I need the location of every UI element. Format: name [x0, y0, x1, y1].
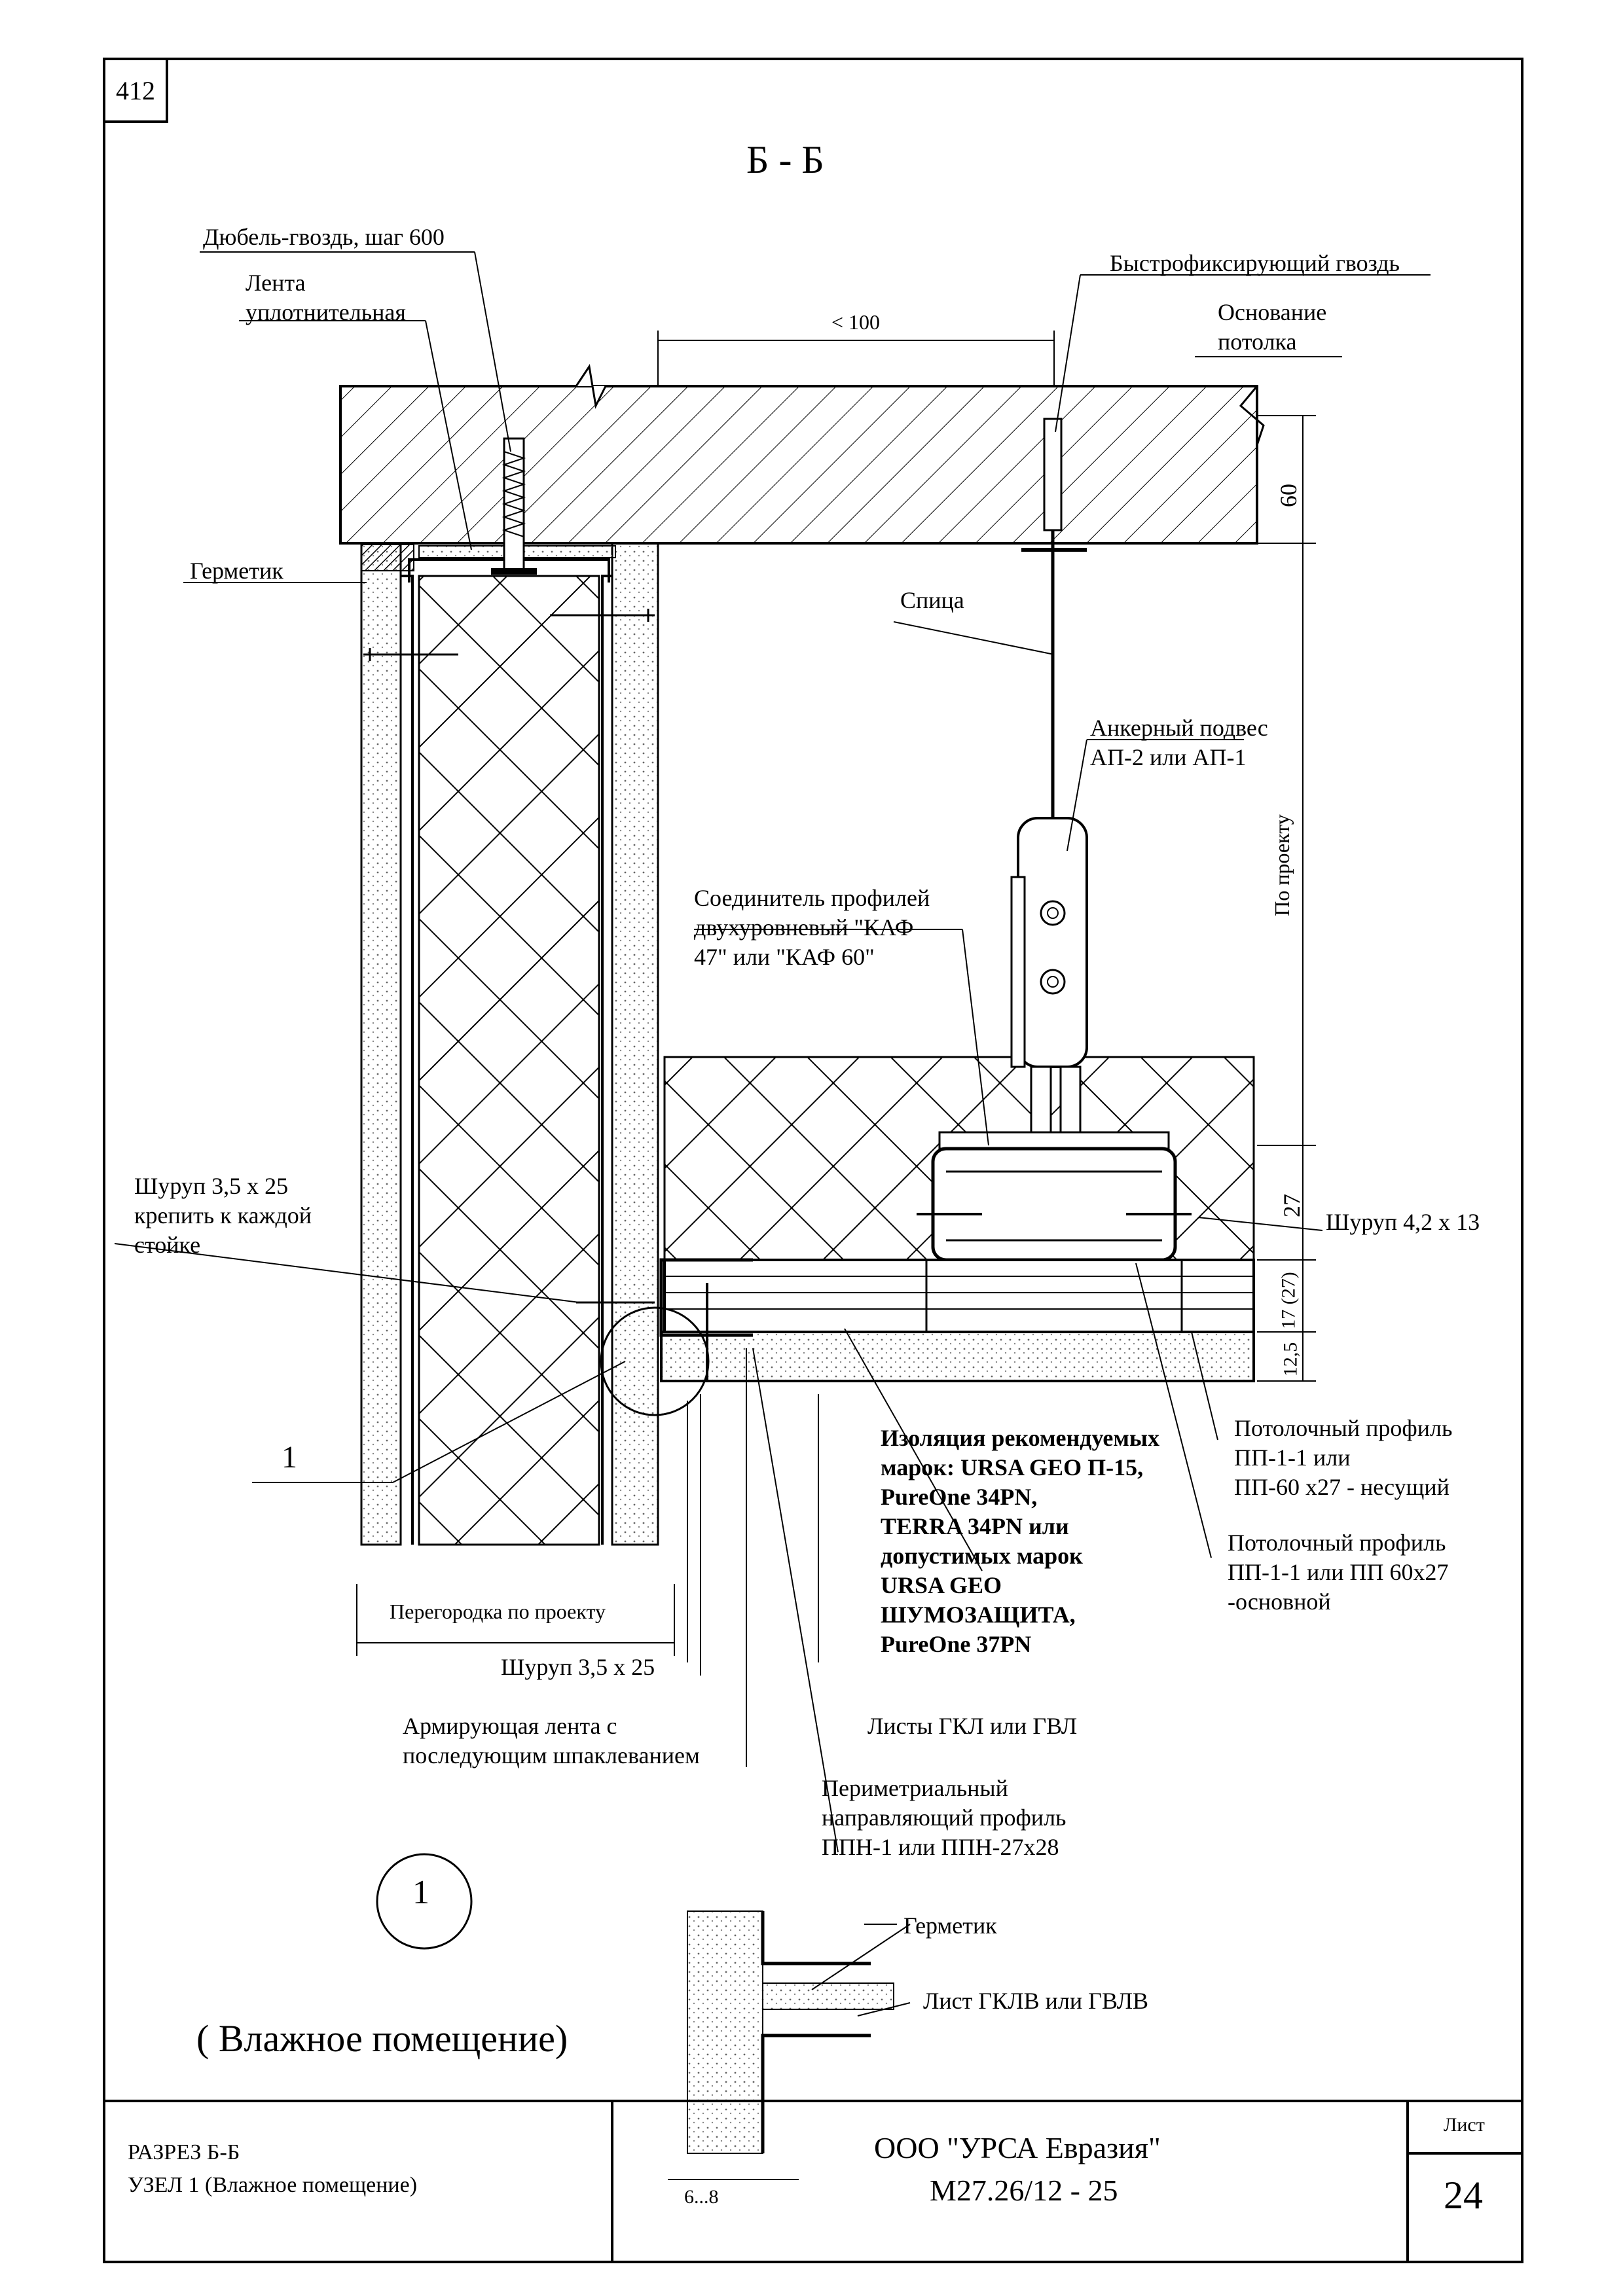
callout-dowel: Дюбель-гвоздь, шаг 600 [203, 224, 445, 250]
leader-lines [114, 251, 1431, 1853]
title-block-sheet-number: 24 [1444, 2174, 1483, 2217]
dim-27: 27 [1279, 1194, 1305, 1217]
title-block-sheet-label: Лист [1444, 2114, 1485, 2136]
callout-perimeter-1: Периметриальный [822, 1775, 1008, 1801]
callout-screw-1: Шуруп 3,5 х 25 [134, 1173, 289, 1199]
detail-gap: 6...8 [684, 2186, 719, 2208]
callout-screw-3: стойке [134, 1232, 201, 1258]
break-line [575, 364, 607, 409]
dim-17: 17 (27) [1277, 1272, 1300, 1329]
ceiling-slab [339, 385, 1258, 545]
detail-1-drawing [376, 1853, 911, 2180]
detail-caption: ( Влажное помещение) [196, 2017, 568, 2060]
node-label: 1 [282, 1440, 297, 1475]
section-title: Б - Б [746, 138, 824, 181]
insulation-5: допустимых марок [881, 1543, 1083, 1569]
callout-sealant: Герметик [190, 558, 283, 584]
dim-by-project: По проекту [1269, 814, 1294, 916]
callout-connector-3: 47" или "КАФ 60" [694, 944, 875, 970]
partition-screws [363, 609, 655, 1304]
callout-anchor-2: АП-2 или АП-1 [1090, 744, 1247, 770]
callout-reinf-2: последующим шпаклеванием [403, 1742, 700, 1768]
profile-bearing-1: Потолочный профиль [1234, 1415, 1453, 1441]
node-circle [600, 1306, 710, 1416]
callout-connector-2: двухуровневый "КАФ [694, 914, 914, 941]
profile-main-2: ПП-1-1 или ПП 60х27 [1228, 1559, 1449, 1585]
insulation-6: URSA GEO [881, 1572, 1002, 1598]
bearing-profile [917, 1131, 1192, 1262]
callout-rod: Спица [900, 587, 964, 613]
insulation-8: PureOne 37PN [881, 1631, 1032, 1657]
corner-page-number: 412 [103, 58, 168, 123]
partition-board-right [611, 542, 659, 1546]
callout-sheets: Листы ГКЛ или ГВЛ [867, 1713, 1078, 1739]
title-block-org: ООО "УРСА Евразия" [874, 2131, 1161, 2164]
title-block-doc: М27.26/12 - 25 [930, 2174, 1118, 2207]
callout-perimeter-2: направляющий профиль [822, 1804, 1067, 1831]
callout-screw-b: Шуруп 3,5 х 25 [501, 1654, 655, 1680]
insulation-2: марок: URSA GEO П-15, [881, 1454, 1144, 1480]
profile-main-1: Потолочный профиль [1228, 1530, 1446, 1556]
callout-reinf-1: Армирующая лента с [403, 1713, 617, 1739]
callout-base-2: потолка [1218, 329, 1297, 355]
detail-sheet: Лист ГКЛВ или ГВЛВ [923, 1988, 1149, 2014]
main-profile [663, 1259, 1255, 1333]
insulation-3: PureOne 34PN, [881, 1484, 1038, 1510]
partition-insulation [418, 575, 600, 1546]
break-line [1239, 386, 1265, 446]
callout-base-1: Основание [1218, 299, 1327, 325]
title-block-lines [103, 2100, 1523, 2263]
detail-circle-label: 1 [412, 1874, 429, 1911]
callout-fast-nail: Быстрофиксирующий гвоздь [1110, 250, 1400, 276]
profile-bearing-2: ПП-1-1 или [1234, 1444, 1351, 1471]
partition-board-left [360, 542, 402, 1546]
insulation-7: ШУМОЗАЩИТА, [881, 1602, 1076, 1628]
dim-100: < 100 [831, 310, 881, 334]
title-block-left-2: УЗЕЛ 1 (Влажное помещение) [128, 2173, 418, 2197]
callout-screw-2: крепить к каждой [134, 1202, 312, 1229]
partition-label: Перегородка по проекту [390, 1600, 606, 1623]
callout-screw-42: Шуруп 4,2 х 13 [1326, 1209, 1480, 1235]
dim-60: 60 [1275, 484, 1302, 507]
sealant-block [361, 544, 414, 571]
dim-12-5: 12,5 [1279, 1342, 1302, 1377]
callout-tape-2: уплотнительная [246, 299, 406, 325]
title-block-left-1: РАЗРЕЗ Б-Б [128, 2140, 240, 2164]
ceiling-board [660, 1331, 1255, 1382]
detail-sealant: Герметик [903, 1912, 997, 1939]
dimension-lines [356, 331, 1316, 1656]
callout-perimeter-3: ППН-1 или ППН-27х28 [822, 1834, 1059, 1860]
callout-tape-1: Лента [246, 270, 306, 296]
insulation-1: Изоляция рекомендуемых [881, 1425, 1159, 1451]
dowel-nail [491, 437, 537, 575]
callout-anchor-1: Анкерный подвес [1090, 715, 1268, 741]
callout-connector-1: Соединитель профилей [694, 885, 930, 911]
partition-stud [401, 575, 414, 1545]
profile-main-3: -основной [1228, 1588, 1331, 1615]
profile-bearing-3: ПП-60 х27 - несущий [1234, 1474, 1450, 1500]
insulation-4: TERRA 34PN или [881, 1513, 1069, 1539]
fast-nail [1021, 418, 1087, 552]
drawing-frame [103, 58, 1523, 2263]
partition-stud [601, 575, 612, 1545]
